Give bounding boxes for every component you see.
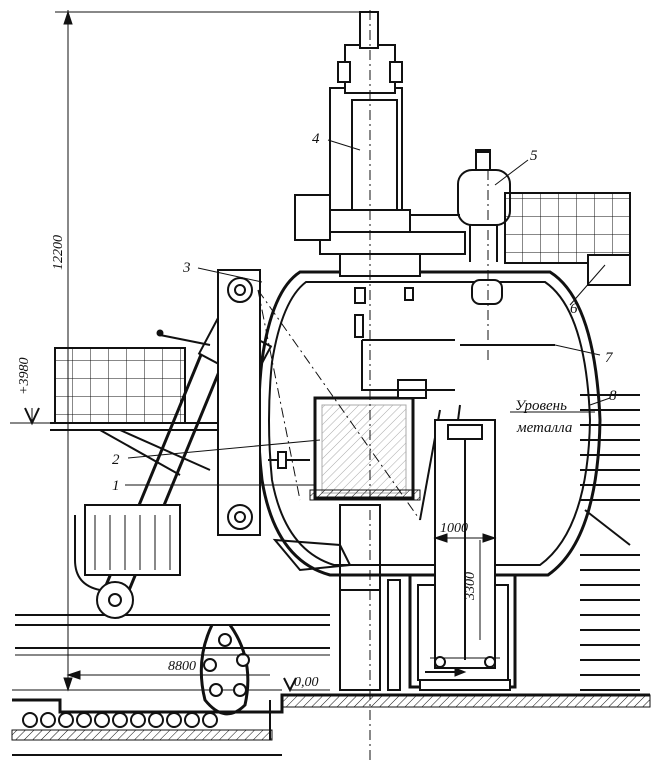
dimension-height-total: 12200 <box>51 10 360 692</box>
dimension-zero-mark: 0,00 <box>283 675 330 693</box>
dimension-chamber-height: 3300 <box>463 540 481 640</box>
zero-mark-label: 0,00 <box>294 675 319 690</box>
left-platform <box>50 347 225 476</box>
dimension-level-mark: +3980 <box>10 358 55 426</box>
callout-7: 7 <box>605 350 614 366</box>
metal-level: Уровень металла <box>510 398 595 436</box>
callouts: 1 2 3 4 5 6 7 8 <box>112 131 617 494</box>
right-stairs <box>580 394 640 691</box>
level-mark-label: +3980 <box>17 358 32 395</box>
callout-8: 8 <box>609 388 617 404</box>
callout-5: 5 <box>530 148 538 164</box>
callout-6: 6 <box>570 301 578 317</box>
callout-2: 2 <box>112 452 120 468</box>
caterpillar-track <box>22 624 250 728</box>
chamber-height-label: 3300 <box>463 572 478 601</box>
metal-level-line2: металла <box>516 420 572 436</box>
width-bottom-label: 8800 <box>168 659 196 674</box>
vacuum-tower <box>324 10 411 760</box>
height-total-label: 12200 <box>51 235 66 270</box>
chamber-width-label: 1000 <box>440 521 468 536</box>
right-cabinets <box>294 192 631 286</box>
dimension-chamber-width: 1000 <box>433 521 497 543</box>
dimension-width-bottom: 8800 <box>66 659 270 680</box>
ladle-car <box>408 419 517 691</box>
callout-3: 3 <box>182 260 191 276</box>
callout-1: 1 <box>112 478 120 494</box>
metal-level-line1: Уровень <box>515 398 567 414</box>
callout-4: 4 <box>312 131 320 147</box>
rails <box>15 614 330 656</box>
foundation <box>11 624 651 756</box>
